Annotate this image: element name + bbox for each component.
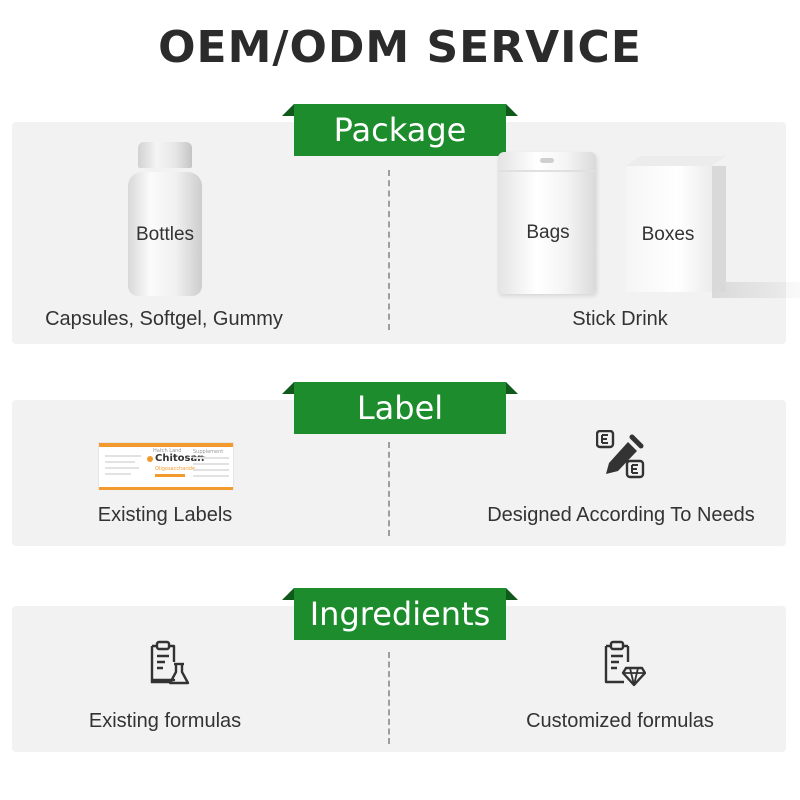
bottles-label: Bottles <box>135 224 195 245</box>
box-image <box>626 156 800 298</box>
bottle-body <box>128 172 202 296</box>
label-image-footer <box>99 487 233 490</box>
label-left-caption: Existing Labels <box>97 504 233 526</box>
ingredients-right-caption: Customized formulas <box>526 710 714 732</box>
label-tag: Label <box>294 382 506 434</box>
package-left-caption: Capsules, Softgel, Gummy <box>45 308 283 330</box>
label-image-line <box>105 473 131 475</box>
box-top <box>626 156 726 166</box>
label-image-facts-title: Supplement Facts <box>193 449 224 461</box>
package-tag: Package <box>294 104 506 156</box>
label-divider <box>388 442 390 536</box>
label-image-line <box>105 455 141 457</box>
ingredients-tag-ear-left <box>282 588 294 600</box>
label-image-line <box>105 467 139 469</box>
label-image-line <box>193 457 229 459</box>
label-image-line <box>193 475 229 477</box>
clipboard-flask-icon <box>150 640 190 685</box>
package-tag-ear-left <box>282 104 294 116</box>
label-tag-ear-left <box>282 382 294 394</box>
bag-image <box>498 152 596 294</box>
package-tag-ear-right <box>506 104 518 116</box>
label-image-line <box>105 461 135 463</box>
package-right-caption: Stick Drink <box>572 308 668 330</box>
label-image-product: Chitosan <box>155 453 205 464</box>
main-title: OEM/ODM SERVICE <box>158 22 642 73</box>
box-front <box>626 166 712 292</box>
existing-label-image: Hatch Land Chitosan Oligosaccharide Supp… <box>98 442 234 490</box>
label-right-caption: Designed According To Needs <box>487 504 755 526</box>
package-divider <box>388 170 390 330</box>
bag-seal <box>498 170 596 172</box>
boxes-label: Boxes <box>641 224 695 245</box>
box-shadow <box>712 282 800 298</box>
bag-notch <box>540 158 554 163</box>
ingredients-divider <box>388 652 390 744</box>
ingredients-tag-ear-right <box>506 588 518 600</box>
label-image-strip <box>99 443 233 447</box>
ingredients-left-caption: Existing formulas <box>88 710 242 732</box>
label-image-line <box>193 463 229 465</box>
bags-label: Bags <box>526 222 570 243</box>
bottle-cap <box>138 142 192 168</box>
label-image-band <box>155 474 185 477</box>
clipboard-diamond-icon <box>604 640 646 687</box>
ingredients-tag: Ingredients <box>294 588 506 640</box>
pencil-edit-icon <box>596 430 645 479</box>
label-image-subtitle: Oligosaccharide <box>155 466 196 472</box>
bottle-image <box>128 142 202 296</box>
box-side <box>712 166 726 292</box>
label-tag-ear-right <box>506 382 518 394</box>
label-image-brand: Hatch Land <box>153 448 182 454</box>
label-image-line <box>193 469 229 471</box>
label-image-badge <box>147 456 153 462</box>
